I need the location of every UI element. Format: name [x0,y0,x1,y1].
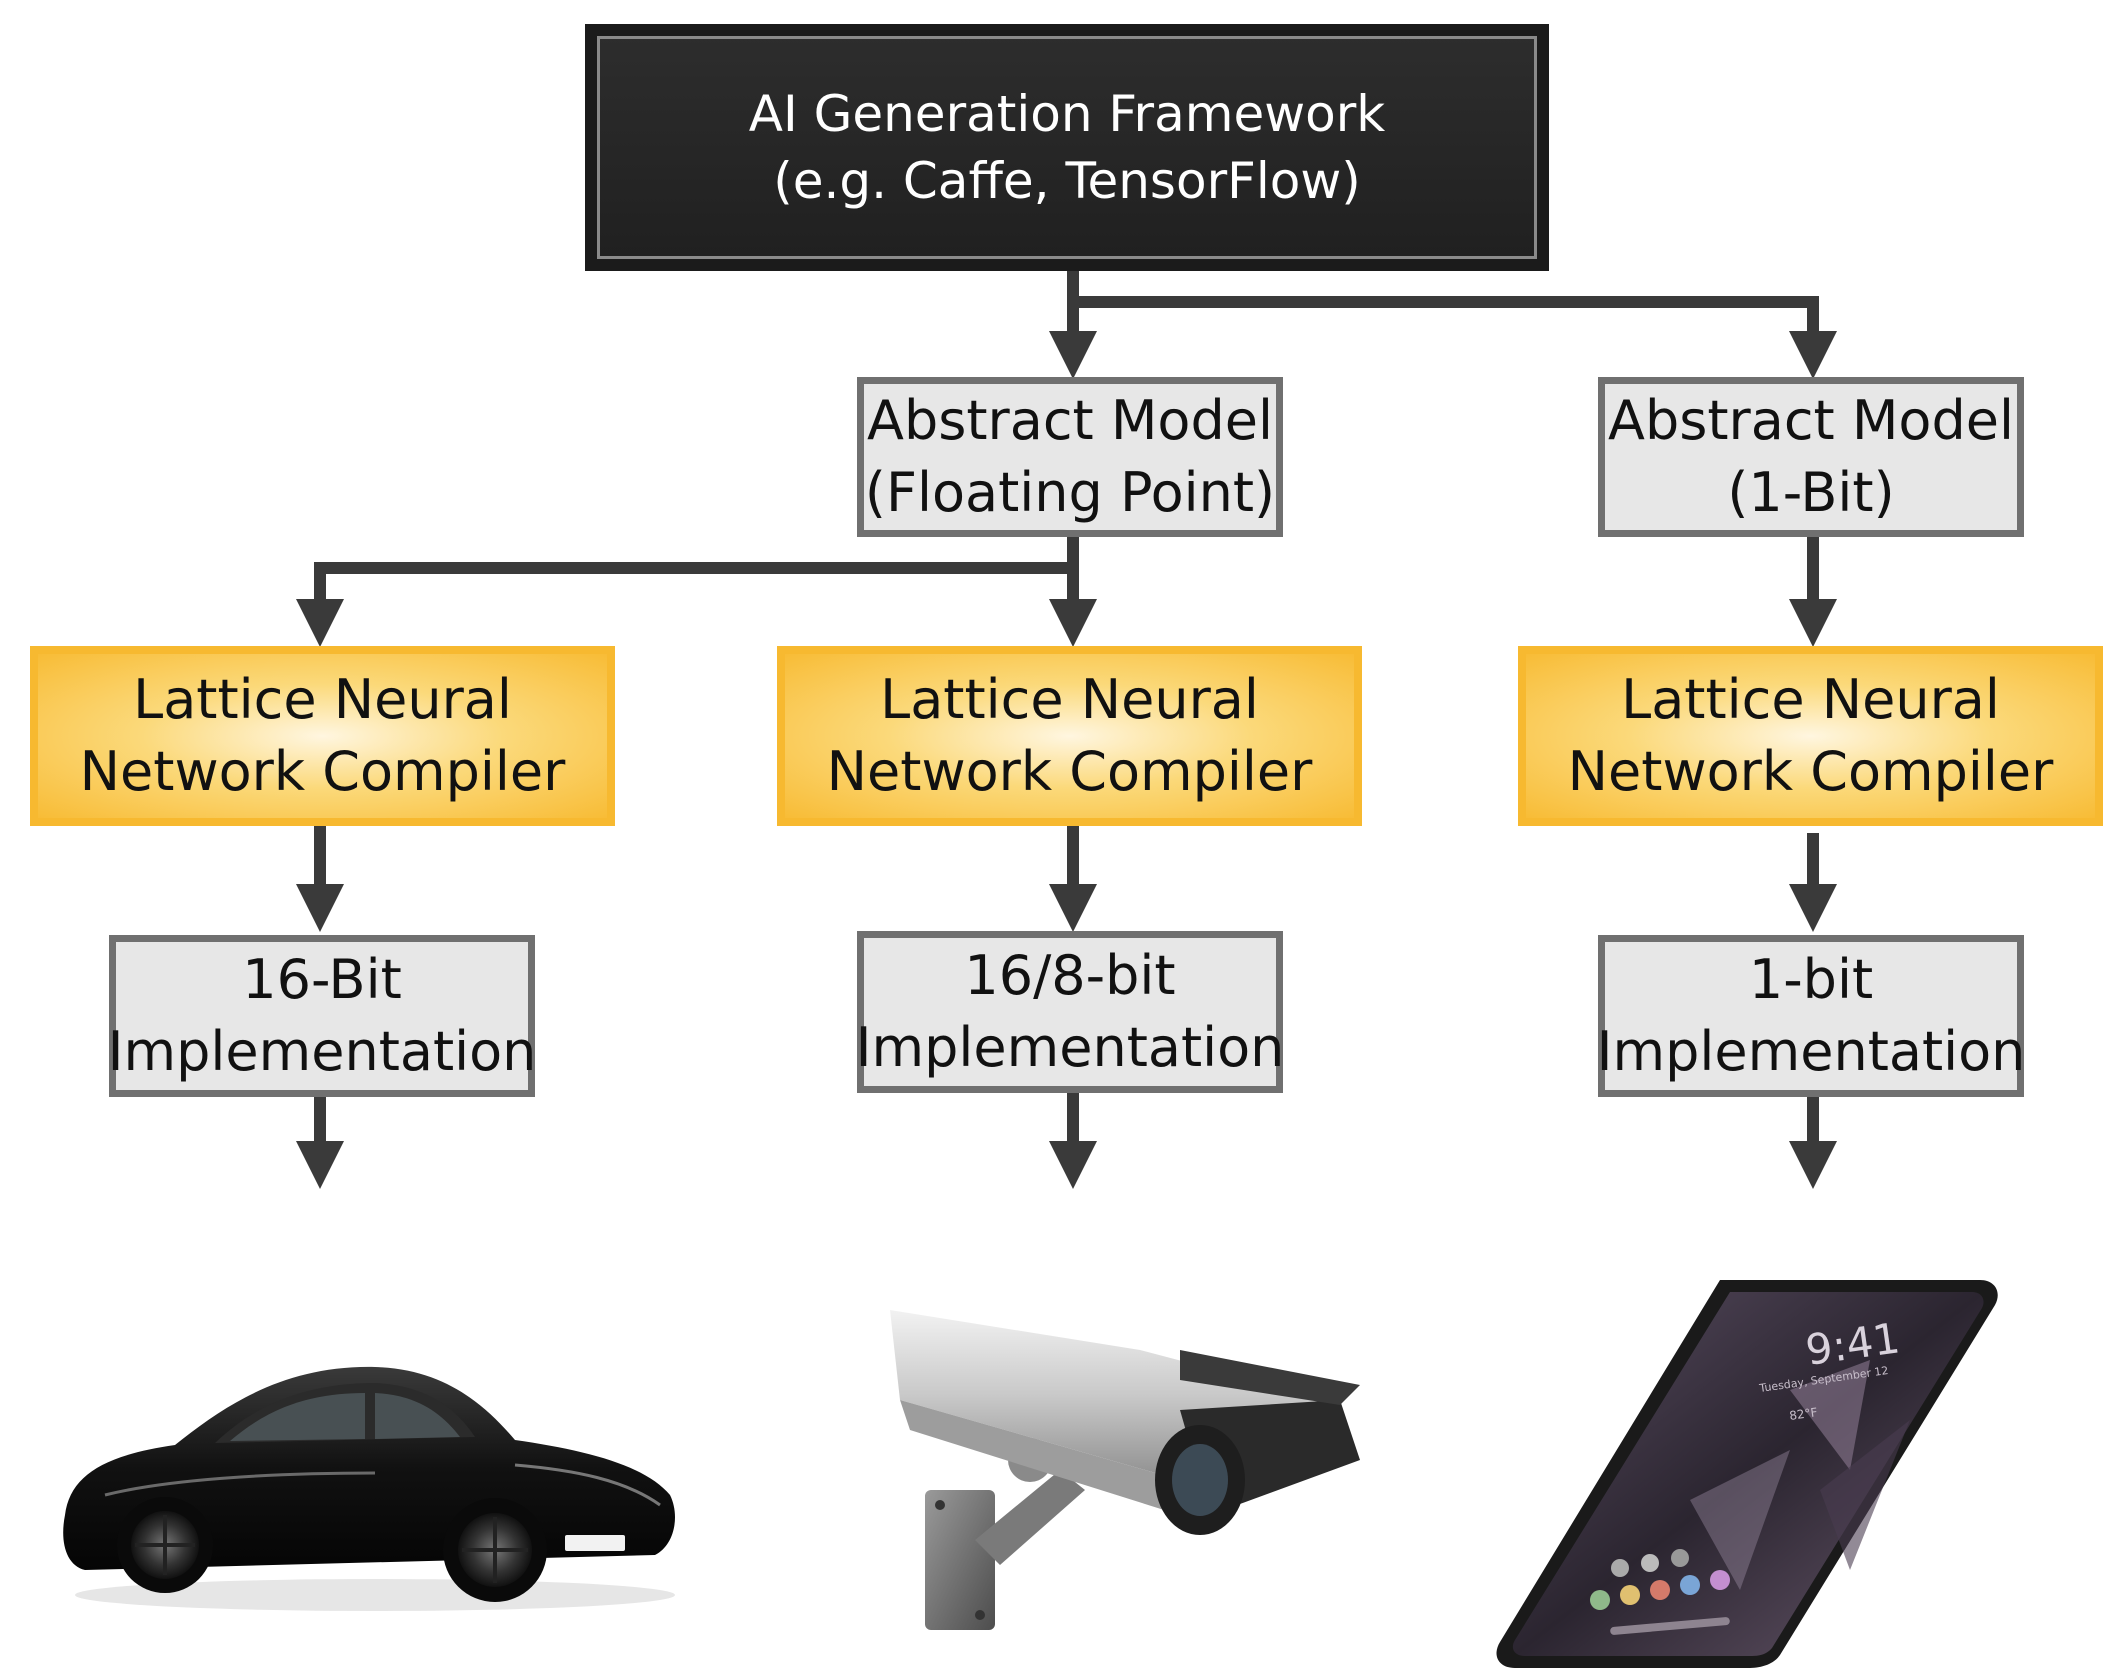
phone-weather: 82°F [1788,1405,1818,1423]
compiler-box-2: Lattice Neural Network Compiler [777,646,1362,826]
implementation-16-bit: 16-Bit Implementation [107,935,537,1097]
compiler-label-line1: Lattice Neural [880,668,1259,732]
abstract-model-1-bit: Abstract Model (1-Bit) [1598,377,2024,537]
implementation-precision: 1-bit [1748,948,1874,1012]
implementation-label: Implementation [855,1016,1285,1079]
compiler-label-line2: Network Compiler [79,740,566,803]
framework-title: AI Generation Framework [748,85,1386,143]
smartphone-icon: 9:41 Tuesday, September 12 82°F [1496,1280,1998,1668]
abstract-model-precision: (Floating Point) [864,461,1276,524]
compiler-box-1: Lattice Neural Network Compiler [30,646,615,826]
implementation-label: Implementation [107,1020,537,1083]
arrow-abstract-fp-to-compiler-1 [296,562,1073,647]
compiler-label-line1: Lattice Neural [1621,668,2000,732]
compiler-label-line2: Network Compiler [1567,740,2054,803]
compiler-label-line1: Lattice Neural [133,668,512,732]
abstract-model-label: Abstract Model [1608,389,2014,453]
implementation-16-8-bit: 16/8-bit Implementation [855,931,1285,1093]
abstract-model-label: Abstract Model [867,389,1273,453]
arrow-framework-to-abstract-1bit [1073,296,1837,379]
implementation-precision: 16/8-bit [964,944,1176,1008]
implementation-precision: 16-Bit [242,948,402,1012]
implementation-1-bit: 1-bit Implementation [1596,935,2026,1097]
framework-examples: (e.g. Caffe, TensorFlow) [773,151,1361,210]
framework-box: AI Generation Framework (e.g. Caffe, Ten… [585,24,1549,271]
implementation-label: Implementation [1596,1020,2026,1083]
security-camera-icon [890,1310,1360,1630]
compiler-label-line2: Network Compiler [826,740,1313,803]
sports-car-icon [63,1366,676,1611]
abstract-model-precision: (1-Bit) [1727,461,1895,524]
abstract-model-floating-point: Abstract Model (Floating Point) [857,377,1283,537]
compiler-box-3: Lattice Neural Network Compiler [1518,646,2103,826]
phone-app-icons [1590,1549,1730,1610]
